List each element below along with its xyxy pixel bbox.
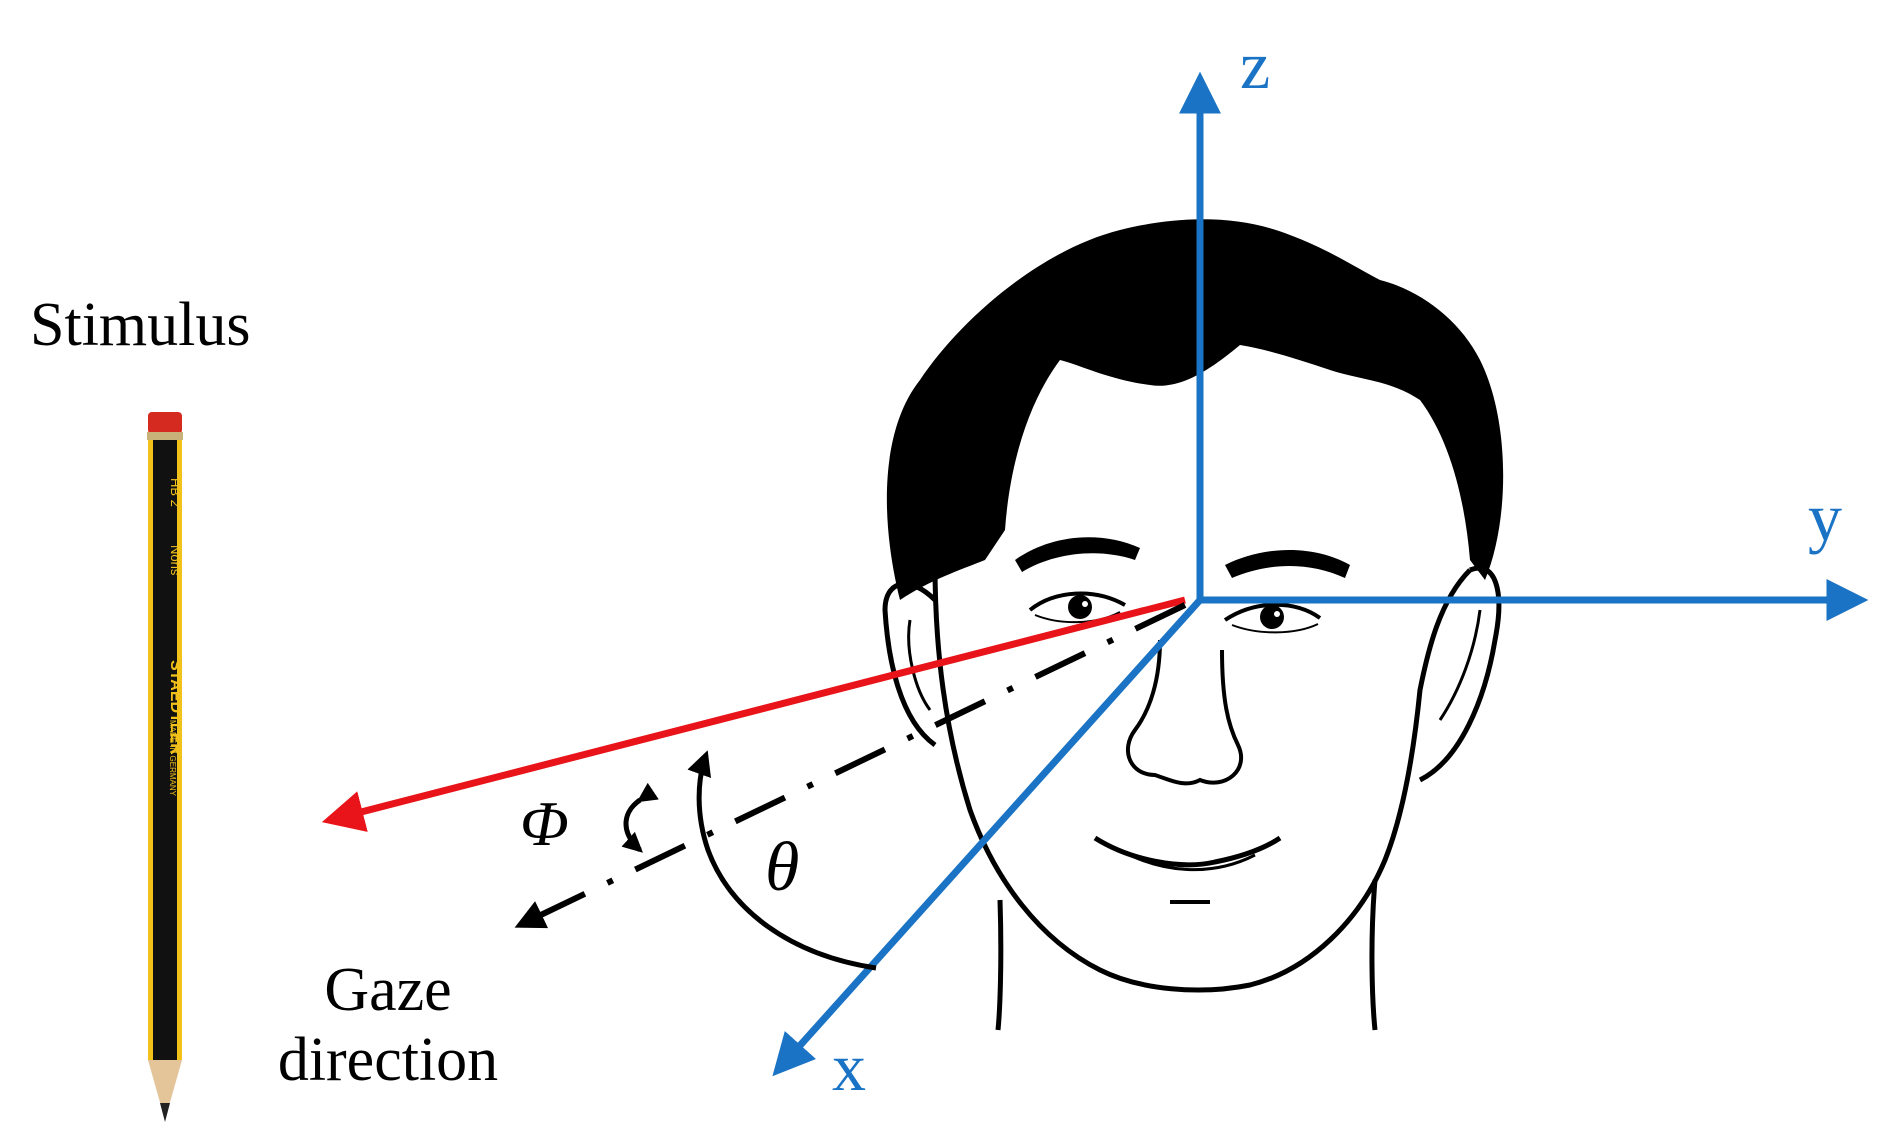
nose (1125, 639, 1244, 786)
theta-label: θ (765, 829, 799, 906)
head-illustration (882, 219, 1504, 1031)
x-axis (772, 597, 1203, 1077)
phi-label: Φ (520, 788, 569, 859)
coordinate-axes (772, 71, 1869, 1077)
face-outline (932, 564, 1472, 993)
right-eye (1223, 602, 1322, 634)
left-eyebrow (1015, 537, 1140, 572)
x-axis-label: x (832, 1029, 866, 1105)
pencil-origin: MADE IN GERMANY (168, 720, 177, 797)
pencil-model: Noris (168, 545, 183, 576)
theta-arc (687, 750, 877, 971)
stimulus-label: Stimulus (30, 291, 251, 359)
stimulus-ray (321, 596, 1186, 832)
pencil-stimulus: STAEDTLER Noris HB 2 MADE IN GERMANY (147, 412, 184, 1122)
right-ear (1418, 565, 1502, 783)
left-ear (882, 581, 937, 748)
gaze-label-line1: Gaze (324, 956, 451, 1024)
neck (995, 899, 1004, 1031)
y-axis-label: y (1808, 479, 1842, 555)
pencil-grade: HB 2 (168, 478, 183, 507)
phi-arc (621, 782, 659, 853)
gaze-label-line2: direction (278, 1026, 498, 1094)
right-eyebrow (1225, 550, 1350, 578)
hair (886, 219, 1504, 600)
pencil-brand: STAEDTLER (167, 660, 184, 755)
gaze-ray (514, 602, 1187, 929)
z-axis-label: z (1240, 27, 1270, 103)
